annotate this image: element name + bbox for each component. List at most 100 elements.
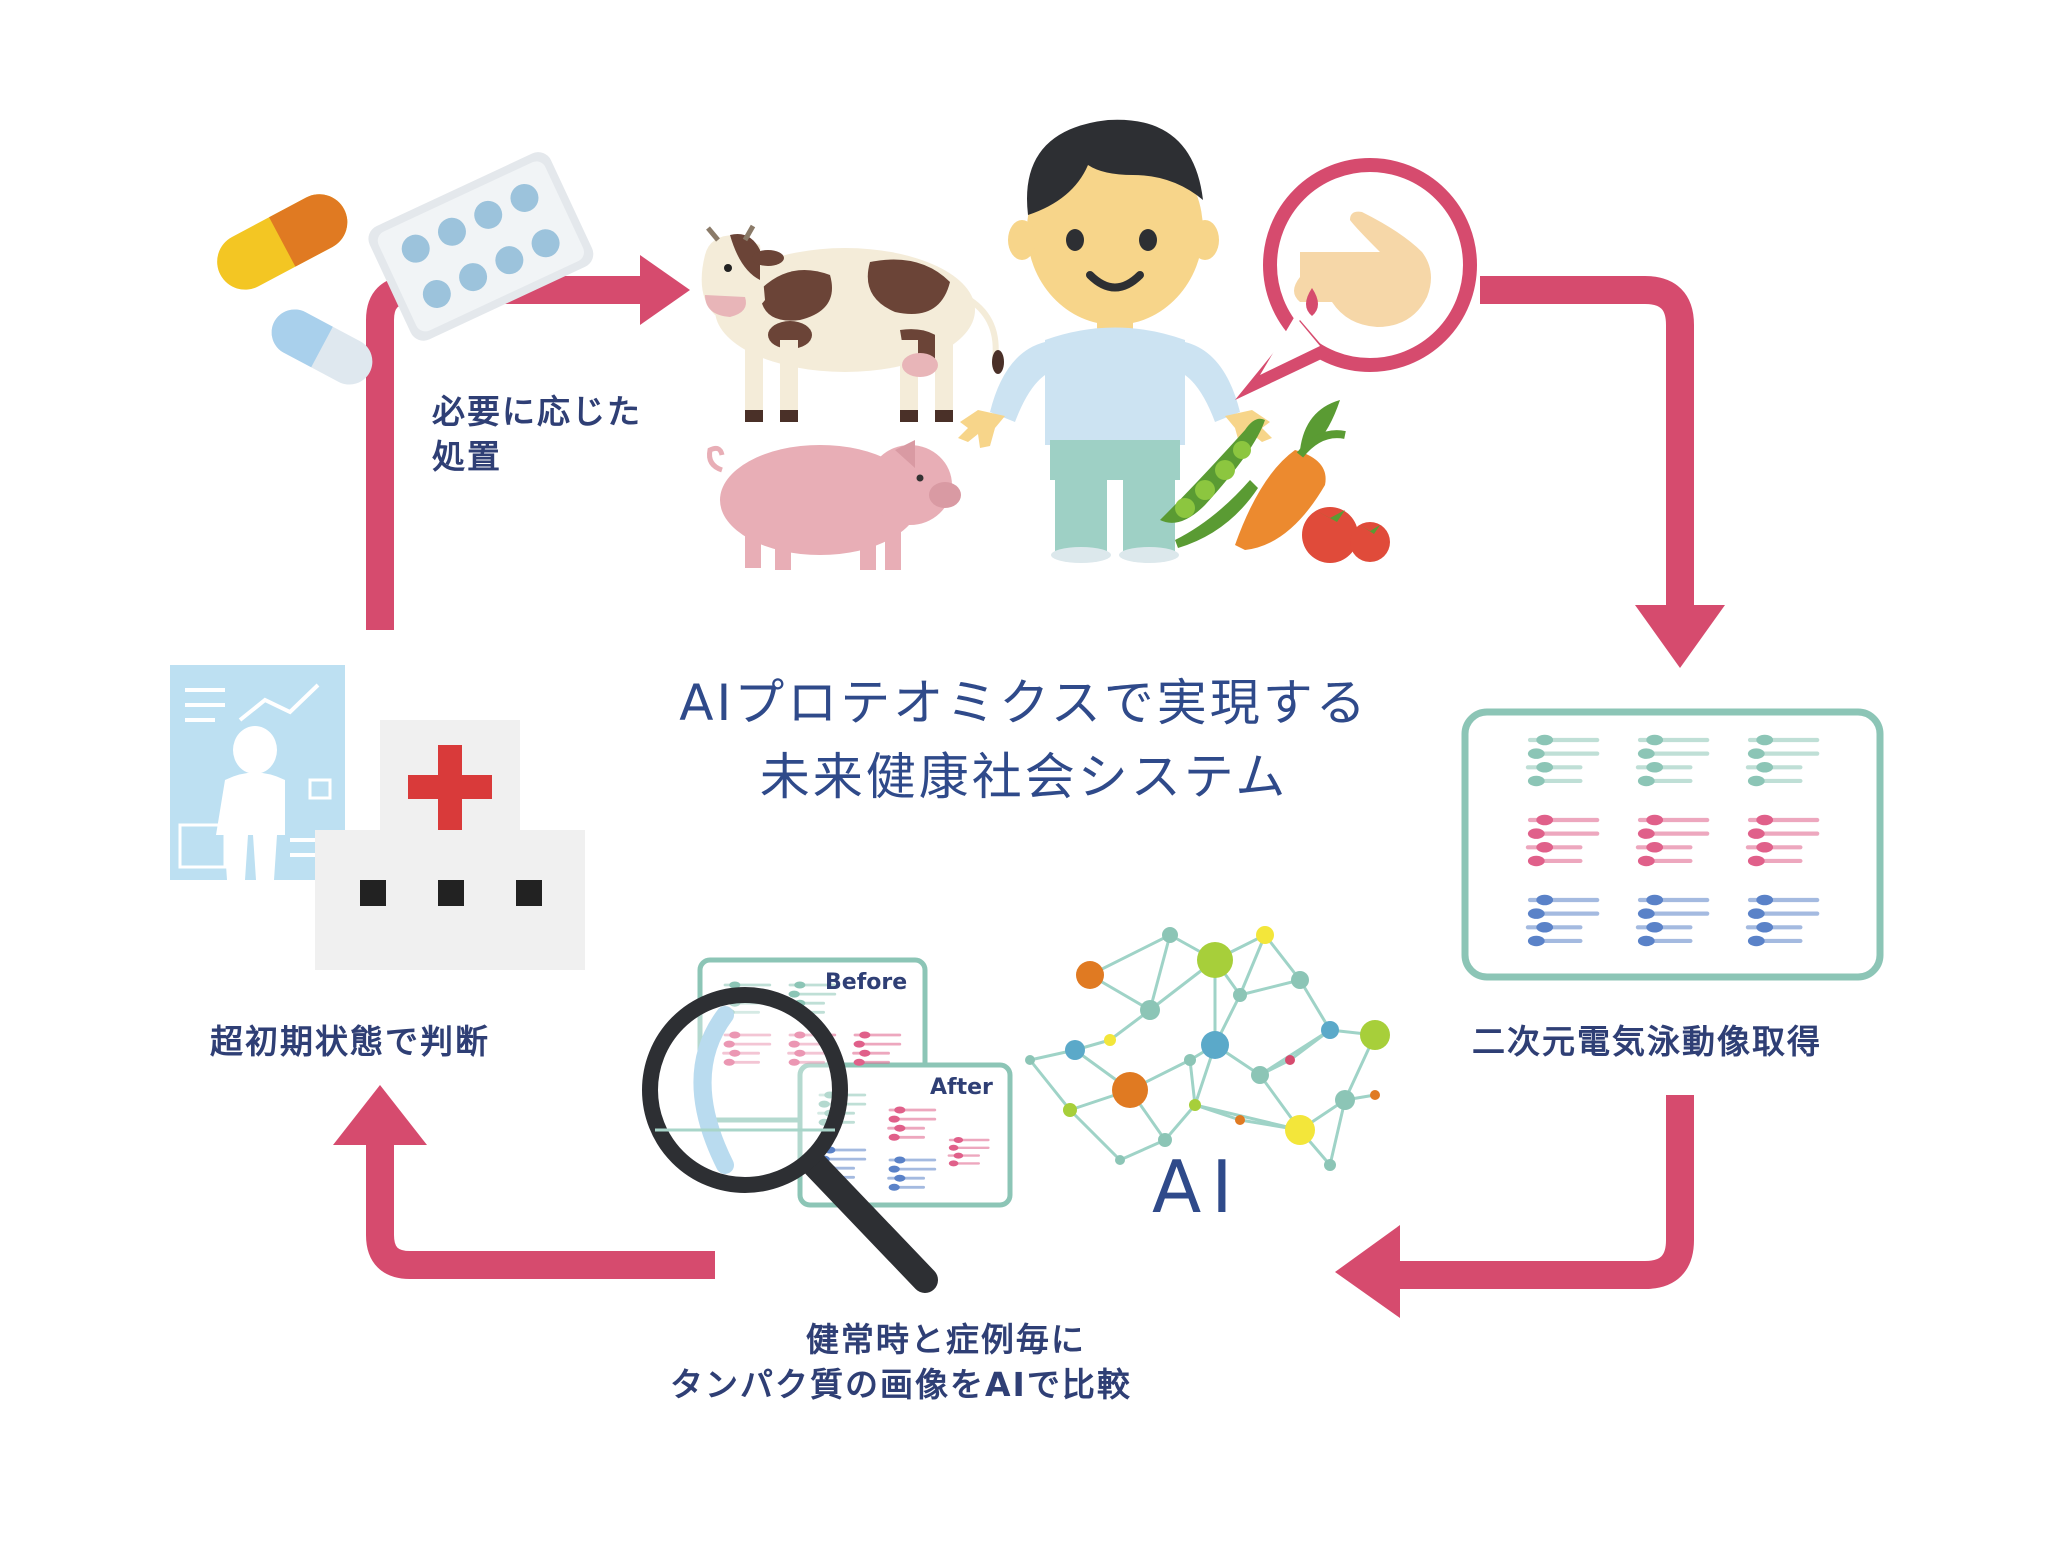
gel-spot (729, 1031, 741, 1039)
gel-spot (1637, 828, 1655, 839)
gel-spot (794, 1049, 806, 1057)
gel-spot (788, 990, 800, 998)
network-node (1162, 927, 1178, 943)
gel-spot (953, 1152, 964, 1159)
gel-spot (1536, 922, 1554, 933)
network-node (1321, 1021, 1339, 1039)
gel-spot (1747, 828, 1765, 839)
gel-spot (1646, 922, 1664, 933)
gel-spot (888, 1133, 900, 1141)
gel-spot (853, 1040, 865, 1048)
gel-spot (1536, 734, 1554, 746)
blood-test-balloon (1235, 158, 1477, 400)
network-node (1291, 971, 1309, 989)
arrow-comparison-to-diagnosis (366, 1140, 715, 1279)
network-node (1370, 1090, 1380, 1100)
gel-spot (1536, 814, 1554, 826)
pills-icon (217, 152, 594, 385)
gel-spot (1756, 814, 1774, 826)
network-node (1065, 1040, 1085, 1060)
gel-spot (1756, 894, 1774, 906)
network-node (1235, 1115, 1245, 1125)
network-edge (1119, 1138, 1166, 1162)
gel-spot (1527, 908, 1545, 919)
gel-spot (1646, 842, 1664, 853)
network-edge (1328, 1099, 1347, 1166)
before-panel-label: Before (825, 970, 908, 995)
title-line2: 未来健康社会システム (759, 747, 1289, 806)
gel-spot (818, 1100, 830, 1108)
network-node (1233, 988, 1247, 1002)
gel-spot (1637, 935, 1655, 947)
gel-spot (1527, 935, 1545, 947)
arrow-blood-to-electrophoresis (1480, 276, 1694, 610)
network-node (1189, 1099, 1201, 1111)
gel-spot (729, 1049, 741, 1057)
network-node (1335, 1090, 1355, 1110)
gel-spot (1756, 842, 1774, 853)
gel-spot (953, 1137, 964, 1143)
gel-spot (1527, 775, 1545, 787)
network-node (1360, 1020, 1390, 1050)
network-node (1158, 1133, 1172, 1147)
network-node (1197, 942, 1233, 978)
arrow-heads (333, 255, 1725, 1318)
step-comparison-line2: タンパク質の画像をAIで比較 (670, 1364, 1132, 1404)
arrowhead-right (1635, 605, 1725, 668)
network-node (1115, 1155, 1125, 1165)
title-line1: AIプロテオミクスで実現する (679, 674, 1369, 732)
gel-spot (1756, 734, 1774, 746)
magnifier-icon (642, 987, 938, 1293)
gel-spot (1747, 935, 1765, 947)
network-node (1201, 1031, 1229, 1059)
cow-icon (701, 224, 1004, 422)
network-edge (1194, 1103, 1241, 1122)
gel-spot (723, 1040, 735, 1048)
ai-network-icon (1025, 926, 1390, 1171)
gel-spot (894, 1156, 906, 1164)
step-treatment-line2: 処置 (432, 436, 502, 476)
gel-pattern-rows (1525, 734, 1820, 947)
step-comparison-label: 健常時と症例毎に タンパク質の画像をAIで比較 (670, 1318, 1132, 1407)
network-edge (1163, 1104, 1197, 1141)
gel-spot (1646, 894, 1664, 906)
gel-spot (723, 1058, 735, 1066)
network-node (1140, 1000, 1160, 1020)
gel-spot (1527, 748, 1545, 759)
gel-spot (888, 1165, 900, 1173)
gel-spot (1756, 762, 1774, 773)
gel-spot (1536, 894, 1554, 906)
gel-spot (1637, 775, 1655, 787)
gel-spot (1747, 748, 1765, 759)
network-node (1104, 1034, 1116, 1046)
ai-label: AI (1152, 1145, 1243, 1229)
hospital-icon (315, 720, 585, 970)
step-diagnosis-label: 超初期状態で判断 (210, 1022, 490, 1061)
gel-spot (1646, 762, 1664, 773)
vegetables-icon (1160, 400, 1390, 563)
gel-spot (948, 1160, 959, 1167)
gel-spot (794, 1031, 806, 1039)
gel-spot (1637, 908, 1655, 919)
network-edge (1263, 934, 1302, 981)
gel-spot (1536, 762, 1554, 773)
gel-spot (794, 981, 806, 989)
gel-spot (1646, 734, 1664, 746)
gel-spot (1747, 908, 1765, 919)
network-node (1285, 1055, 1295, 1065)
gel-spot (853, 1058, 865, 1066)
diagram-title: AIプロテオミクスで実現する 未来健康社会システム (624, 670, 1424, 811)
gel-spot (1646, 814, 1664, 826)
network-edge (1068, 1108, 1122, 1162)
gel-spot (894, 1124, 906, 1132)
gel-spot (1747, 775, 1765, 787)
arrowhead-left (333, 1085, 427, 1145)
gel-spot (1536, 842, 1554, 853)
gel-spot (1527, 855, 1545, 867)
arrowhead-bottom (1335, 1225, 1400, 1318)
network-edge (1238, 934, 1267, 996)
arrowhead-top (640, 255, 690, 325)
gel-spot (788, 1058, 800, 1066)
comparison-panels (697, 957, 1013, 1208)
